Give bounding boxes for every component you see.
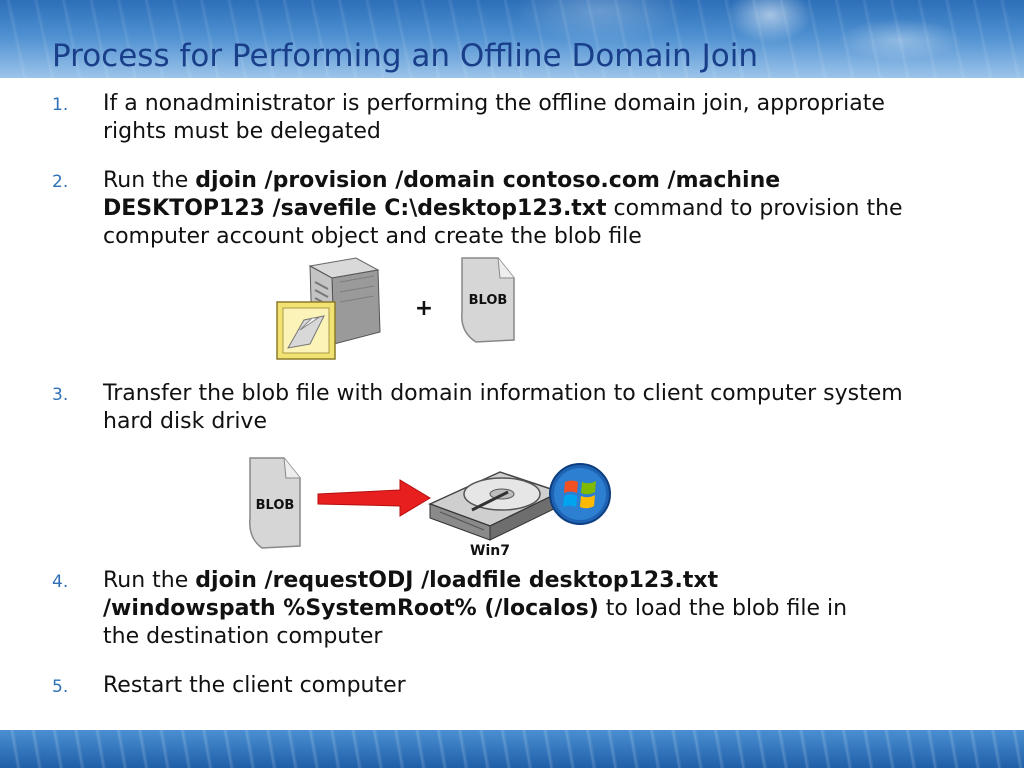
footer-band xyxy=(0,730,1024,768)
step-2: 2. Run the djoin /provision /domain cont… xyxy=(52,167,922,251)
step-text-lead: Run the xyxy=(103,168,196,193)
step-5: 5. Restart the client computer xyxy=(52,672,922,700)
step-text-lead: Run the xyxy=(103,568,196,593)
windows-logo-icon xyxy=(549,463,611,525)
blob-file-icon: BLOB xyxy=(461,257,515,343)
blob-label: BLOB xyxy=(469,293,508,308)
plus-sign: + xyxy=(415,296,433,321)
step-number: 1. xyxy=(52,95,69,115)
folder-icon xyxy=(276,301,336,360)
step-text-tail: to load the blob file in the destination… xyxy=(103,596,848,649)
step-text: Run the djoin /requestODJ /loadfile desk… xyxy=(103,567,883,651)
hard-disk-icon xyxy=(428,471,562,541)
blob-label: BLOB xyxy=(256,498,295,513)
step-text: If a nonadministrator is performing the … xyxy=(103,91,885,144)
provision-graphic: + BLOB xyxy=(276,257,515,360)
step-text: Transfer the blob file with domain infor… xyxy=(103,381,903,434)
blob-file-icon: BLOB xyxy=(249,457,301,549)
header-band xyxy=(0,0,1024,78)
step-number: 2. xyxy=(52,172,69,192)
provision-figure: + BLOB xyxy=(270,252,530,364)
transfer-graphic: BLOB xyxy=(249,457,611,549)
step-number: 3. xyxy=(52,385,69,405)
step-3: 3. Transfer the blob file with domain in… xyxy=(52,380,922,436)
red-arrow-icon xyxy=(317,479,431,517)
step-text: Run the djoin /provision /domain contoso… xyxy=(103,167,922,251)
transfer-figure: BLOB Win7 xyxy=(240,452,620,564)
step-text: Restart the client computer xyxy=(103,673,406,698)
slide-title: Process for Performing an Offline Domain… xyxy=(52,38,758,74)
step-number: 4. xyxy=(52,572,69,592)
step-text-tail: command to provision the computer accoun… xyxy=(103,196,903,249)
command-text: djoin /provision /domain contoso.com /ma… xyxy=(103,168,781,221)
command-text: djoin /requestODJ /loadfile desktop123.t… xyxy=(103,568,719,621)
step-number: 5. xyxy=(52,677,69,697)
drive-label: Win7 xyxy=(470,543,510,559)
step-1: 1. If a nonadministrator is performing t… xyxy=(52,90,922,146)
step-4: 4. Run the djoin /requestODJ /loadfile d… xyxy=(52,567,922,651)
